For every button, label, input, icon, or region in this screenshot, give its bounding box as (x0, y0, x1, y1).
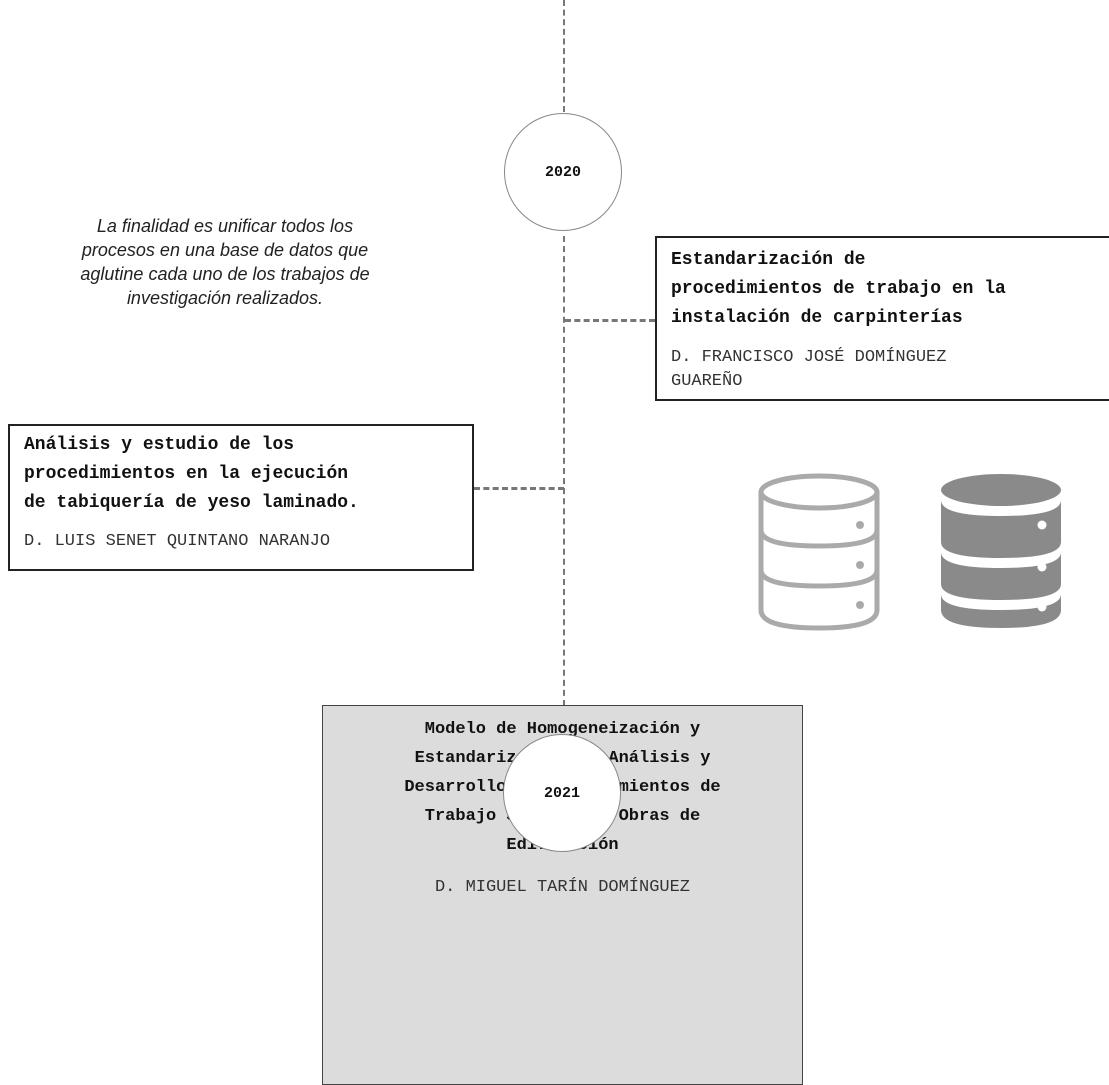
card-title-line: de tabiquería de yeso laminado. (24, 493, 359, 513)
timeline-line-top (563, 0, 565, 112)
card-title-line: procedimientos en la ejecución (24, 464, 349, 484)
project-card-tabiqueria: Análisis y estudio de los procedimientos… (8, 424, 474, 571)
card-author: D. LUIS SENET QUINTANO NARANJO (24, 532, 331, 551)
card-title: Análisis y estudio de los procedimientos… (24, 431, 460, 518)
card-author-line: D. FRANCISCO JOSÉ DOMÍNGUEZ (671, 348, 947, 367)
note-line: procesos en una base de datos que (81, 240, 369, 260)
database-filled-icon (941, 474, 1061, 628)
card-title-line: Modelo de Homogeneización y (424, 720, 701, 739)
card-title-line: procedimientos de trabajo en la (671, 279, 1006, 299)
card-author: D. FRANCISCO JOSÉ DOMÍNGUEZ GUAREÑO (671, 346, 1101, 394)
year-circle-2021: 2021 (503, 734, 621, 852)
note-line: investigación realizados. (126, 288, 324, 308)
card-title-line: Estandarización de (671, 250, 866, 270)
year-label-2021: 2021 (543, 784, 580, 802)
timeline-line-middle (563, 236, 565, 706)
note-line: La finalidad es unificar todos los (96, 216, 354, 236)
year-circle-2020: 2020 (504, 113, 622, 231)
card-author: D. MIGUEL TARÍN DOMÍNGUEZ (434, 878, 691, 897)
card-author-line: GUAREÑO (671, 372, 743, 391)
card-title-line: Análisis y estudio de los (24, 435, 295, 455)
database-outline-icon (758, 473, 880, 631)
card-title-line: instalación de carpinterías (671, 308, 963, 328)
connector-left (474, 487, 564, 490)
card-title: Estandarización de procedimientos de tra… (671, 246, 1101, 333)
connector-right (565, 319, 655, 322)
note-line: aglutine cada uno de los trabajos de (80, 264, 370, 284)
project-card-carpinterias: Estandarización de procedimientos de tra… (655, 236, 1109, 401)
purpose-note: La finalidad es unificar todos los proce… (40, 214, 410, 310)
year-label-2020: 2020 (544, 163, 581, 181)
